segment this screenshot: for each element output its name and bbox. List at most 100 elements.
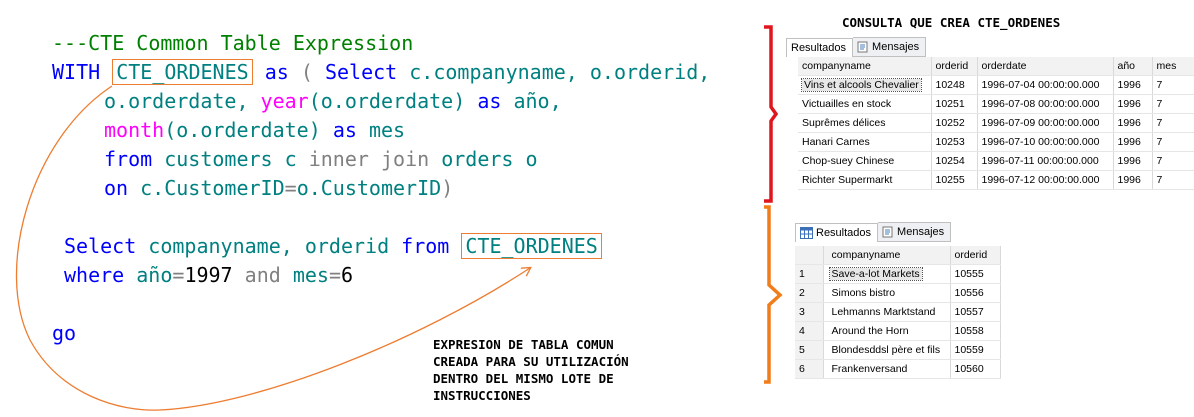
cell-mes[interactable]: 7 [1152, 170, 1194, 190]
alias-mes: mes [368, 118, 406, 142]
tab-mensajes-1[interactable]: Mensajes [853, 37, 927, 57]
row-number[interactable]: 5 [795, 340, 824, 360]
code-line-2: o.orderdate, year(o.orderdate) as año, [104, 87, 562, 116]
column-header-mes[interactable]: mes [1152, 57, 1194, 76]
cell-orderid[interactable]: 10558 [950, 321, 1001, 341]
annotation-line-2: CREADA PARA SU UTILIZACIÓN [433, 354, 629, 369]
keyword-with: WITH [52, 60, 101, 84]
column-header-ano[interactable]: año [1113, 57, 1153, 76]
cell-companyname[interactable]: Simons bistro [823, 283, 951, 303]
cte-reference-highlight: CTE_ORDENES [461, 233, 602, 259]
table-orders: orders o [441, 147, 538, 171]
row-number[interactable]: 3 [795, 302, 824, 322]
row-number[interactable]: 1 [795, 264, 824, 284]
result-tabs-1: Resultados Mensajes [786, 37, 927, 57]
annotation-line-4: INSTRUCCIONES [433, 388, 531, 403]
year-argument: (o.orderdate) [308, 89, 466, 113]
cell-orderid[interactable]: 10248 [931, 75, 978, 95]
tab-resultados-label: Resultados [791, 42, 847, 54]
cell-orderdate[interactable]: 1996-07-09 00:00:00.000 [977, 113, 1114, 133]
cell-orderdate[interactable]: 1996-07-04 00:00:00.000 [977, 75, 1114, 95]
code-line-1: WITH CTE_ORDENES as ( Select c.companyna… [52, 58, 710, 87]
cell-companyname[interactable]: Frankenversand [823, 359, 951, 379]
column-header-orderdate[interactable]: orderdate [977, 57, 1114, 76]
cell-orderid[interactable]: 10557 [950, 302, 1001, 322]
keyword-select: Select [324, 60, 398, 84]
cell-orderdate[interactable]: 1996-07-12 00:00:00.000 [977, 170, 1114, 190]
column-header-companyname[interactable]: companyname [798, 57, 932, 76]
cell-mes[interactable]: 7 [1152, 151, 1194, 171]
cell-companyname[interactable]: Around the Horn [823, 321, 951, 341]
keyword-where: where [64, 263, 125, 287]
tab-mensajes-2[interactable]: Mensajes [878, 222, 952, 242]
cell-ano[interactable]: 1996 [1113, 75, 1153, 95]
code-line-6: Select companyname, orderid from CTE_ORD… [64, 232, 602, 261]
function-year: year [260, 89, 309, 113]
cell-orderid[interactable]: 10559 [950, 340, 1001, 360]
row-number[interactable]: 4 [795, 321, 824, 341]
cell-companyname[interactable]: Hanari Carnes [798, 132, 932, 152]
tab-mensajes-label: Mensajes [872, 41, 920, 53]
cte-name-highlight: CTE_ORDENES [112, 59, 253, 85]
cell-ano[interactable]: 1996 [1113, 113, 1153, 133]
keyword-on: on [104, 176, 129, 200]
cell-mes[interactable]: 7 [1152, 113, 1194, 133]
cell-orderid[interactable]: 10555 [950, 264, 1001, 284]
annotation-line-1: EXPRESION DE TABLA COMUN [433, 337, 614, 352]
cell-orderdate[interactable]: 1996-07-10 00:00:00.000 [977, 132, 1114, 152]
cell-companyname[interactable]: Lehmanns Marktstand [823, 302, 951, 322]
cell-ano[interactable]: 1996 [1113, 132, 1153, 152]
cell-companyname[interactable]: Vins et alcools Chevalier [798, 75, 932, 95]
column-header-companyname[interactable]: companyname [823, 246, 951, 265]
column-header-orderid[interactable]: orderid [950, 246, 1001, 265]
cell-mes[interactable]: 7 [1152, 94, 1194, 114]
tab-resultados-1[interactable]: Resultados [786, 38, 854, 57]
cell-ano[interactable]: 1996 [1113, 170, 1153, 190]
cell-orderdate[interactable]: 1996-07-11 00:00:00.000 [977, 151, 1114, 171]
orange-bracket [764, 205, 783, 384]
column-header-orderid[interactable]: orderid [931, 57, 978, 76]
red-bracket [764, 25, 779, 203]
cell-mes[interactable]: 7 [1152, 132, 1194, 152]
cell-orderid[interactable]: 10252 [931, 113, 978, 133]
join-left: c.CustomerID [140, 176, 285, 200]
orange-bracket-shape [764, 205, 783, 384]
cell-ano[interactable]: 1996 [1113, 151, 1153, 171]
open-paren: ( [300, 60, 313, 84]
tab-resultados-2[interactable]: Resultados [795, 223, 879, 242]
cell-orderid[interactable]: 10254 [931, 151, 978, 171]
row-number[interactable]: 6 [795, 359, 824, 379]
cell-orderid[interactable]: 10560 [950, 359, 1001, 379]
cell-companyname[interactable]: Victuailles en stock [798, 94, 932, 114]
cell-ano[interactable]: 1996 [1113, 94, 1153, 114]
cell-mes[interactable]: 7 [1152, 75, 1194, 95]
cell-orderid[interactable]: 10253 [931, 132, 978, 152]
cell-companyname[interactable]: Suprêmes délices [798, 113, 932, 133]
cell-companyname[interactable]: Blondesddsl père et fils [823, 340, 951, 360]
cell-companyname[interactable]: Chop-suey Chinese [798, 151, 932, 171]
alias-ano: año, [513, 89, 562, 113]
cell-orderid[interactable]: 10255 [931, 170, 978, 190]
equals-sign: = [172, 263, 185, 287]
cell-orderdate[interactable]: 1996-07-08 00:00:00.000 [977, 94, 1114, 114]
function-month: month [104, 118, 165, 142]
cell-orderid[interactable]: 10251 [931, 94, 978, 114]
row-number[interactable]: 2 [795, 283, 824, 303]
cell-companyname[interactable]: Save-a-lot Markets [823, 264, 951, 284]
results-grid-icon [800, 227, 813, 239]
cell-orderid[interactable]: 10556 [950, 283, 1001, 303]
cell-companyname[interactable]: Richter Supermarkt [798, 170, 932, 190]
